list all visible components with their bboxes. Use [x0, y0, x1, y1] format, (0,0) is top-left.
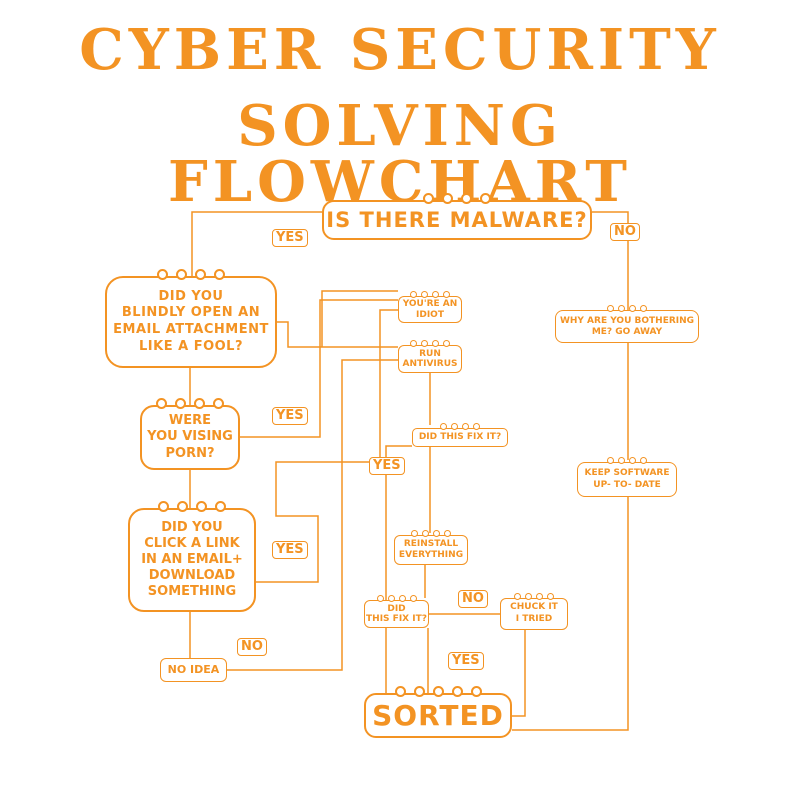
node-no-idea-label: NO IDEA: [167, 662, 220, 676]
node-chuck-it-label: CHUCK IT I TRIED: [510, 602, 558, 624]
node-click-a-link: DID YOU CLICK A LINK IN AN EMAIL+ DOWNLO…: [128, 501, 256, 612]
node-youre-an-idiot-label: YOU'RE AN IDIOT: [402, 299, 458, 320]
node-keep-software: KEEP SOFTWARE UP- TO- DATE: [577, 457, 677, 497]
title-line-1: CYBER SECURITY: [79, 17, 721, 83]
node-email-attachment-label: DID YOU BLINDLY OPEN AN EMAIL ATTACHMENT…: [113, 288, 269, 354]
node-run-antivirus: RUN ANTIVIRUS: [398, 340, 462, 373]
connector-malware-yes: [191, 211, 322, 278]
tag-no-malware: NO: [610, 223, 640, 241]
node-visiting-porn-label: WERE YOU VISING PORN?: [147, 412, 233, 461]
node-did-this-fix-it-2: DID THIS FIX IT?: [364, 595, 429, 628]
node-sorted-label: SORTED: [372, 698, 504, 732]
node-no-idea: NO IDEA: [160, 658, 227, 682]
node-run-antivirus-label: RUN ANTIVIRUS: [402, 348, 458, 369]
tag-yes-click: YES: [272, 541, 308, 559]
tag-yes-fix2: YES: [448, 652, 484, 670]
connector-porn-idiot: [240, 299, 398, 438]
connector-email-idiot-b: [321, 290, 398, 347]
node-go-away: WHY ARE YOU BOTHERING ME? GO AWAY: [555, 305, 699, 343]
tag-yes-malware: YES: [272, 229, 308, 247]
connector-email-idiot: [277, 321, 398, 348]
node-did-this-fix-it-1-label: DID THIS FIX IT?: [418, 431, 502, 442]
node-is-there-malware: IS THERE MALWARE?: [322, 193, 592, 240]
connector-fix1-yes: [385, 445, 412, 694]
node-keep-software-label: KEEP SOFTWARE UP- TO- DATE: [584, 468, 670, 490]
tag-yes-porn: YES: [272, 407, 308, 425]
tag-no-fix2: NO: [458, 590, 488, 608]
node-visiting-porn: WERE YOU VISING PORN?: [140, 398, 240, 470]
node-did-this-fix-it-1: DID THIS FIX IT?: [412, 423, 508, 447]
tag-no-click: NO: [237, 638, 267, 656]
node-youre-an-idiot: YOU'RE AN IDIOT: [398, 291, 462, 323]
node-reinstall-everything-label: REINSTALL EVERYTHING: [398, 539, 464, 560]
node-email-attachment: DID YOU BLINDLY OPEN AN EMAIL ATTACHMENT…: [105, 269, 277, 368]
node-chuck-it: CHUCK IT I TRIED: [500, 593, 568, 630]
connector-malware-no: [592, 211, 629, 312]
connector-keep-sorted: [512, 497, 629, 731]
tag-yes-fix1: YES: [369, 457, 405, 475]
node-is-there-malware-label: IS THERE MALWARE?: [326, 207, 588, 232]
node-go-away-label: WHY ARE YOU BOTHERING ME? GO AWAY: [559, 315, 695, 337]
node-reinstall-everything: REINSTALL EVERYTHING: [394, 530, 468, 565]
node-click-a-link-label: DID YOU CLICK A LINK IN AN EMAIL+ DOWNLO…: [141, 520, 243, 599]
connector-noidea-antivirus: [227, 359, 398, 671]
node-sorted: SORTED: [364, 686, 512, 738]
node-did-this-fix-it-2-label: DID THIS FIX IT?: [366, 603, 427, 624]
connector-chuck-sorted: [512, 630, 526, 717]
connector-click-idiot: [256, 309, 398, 583]
